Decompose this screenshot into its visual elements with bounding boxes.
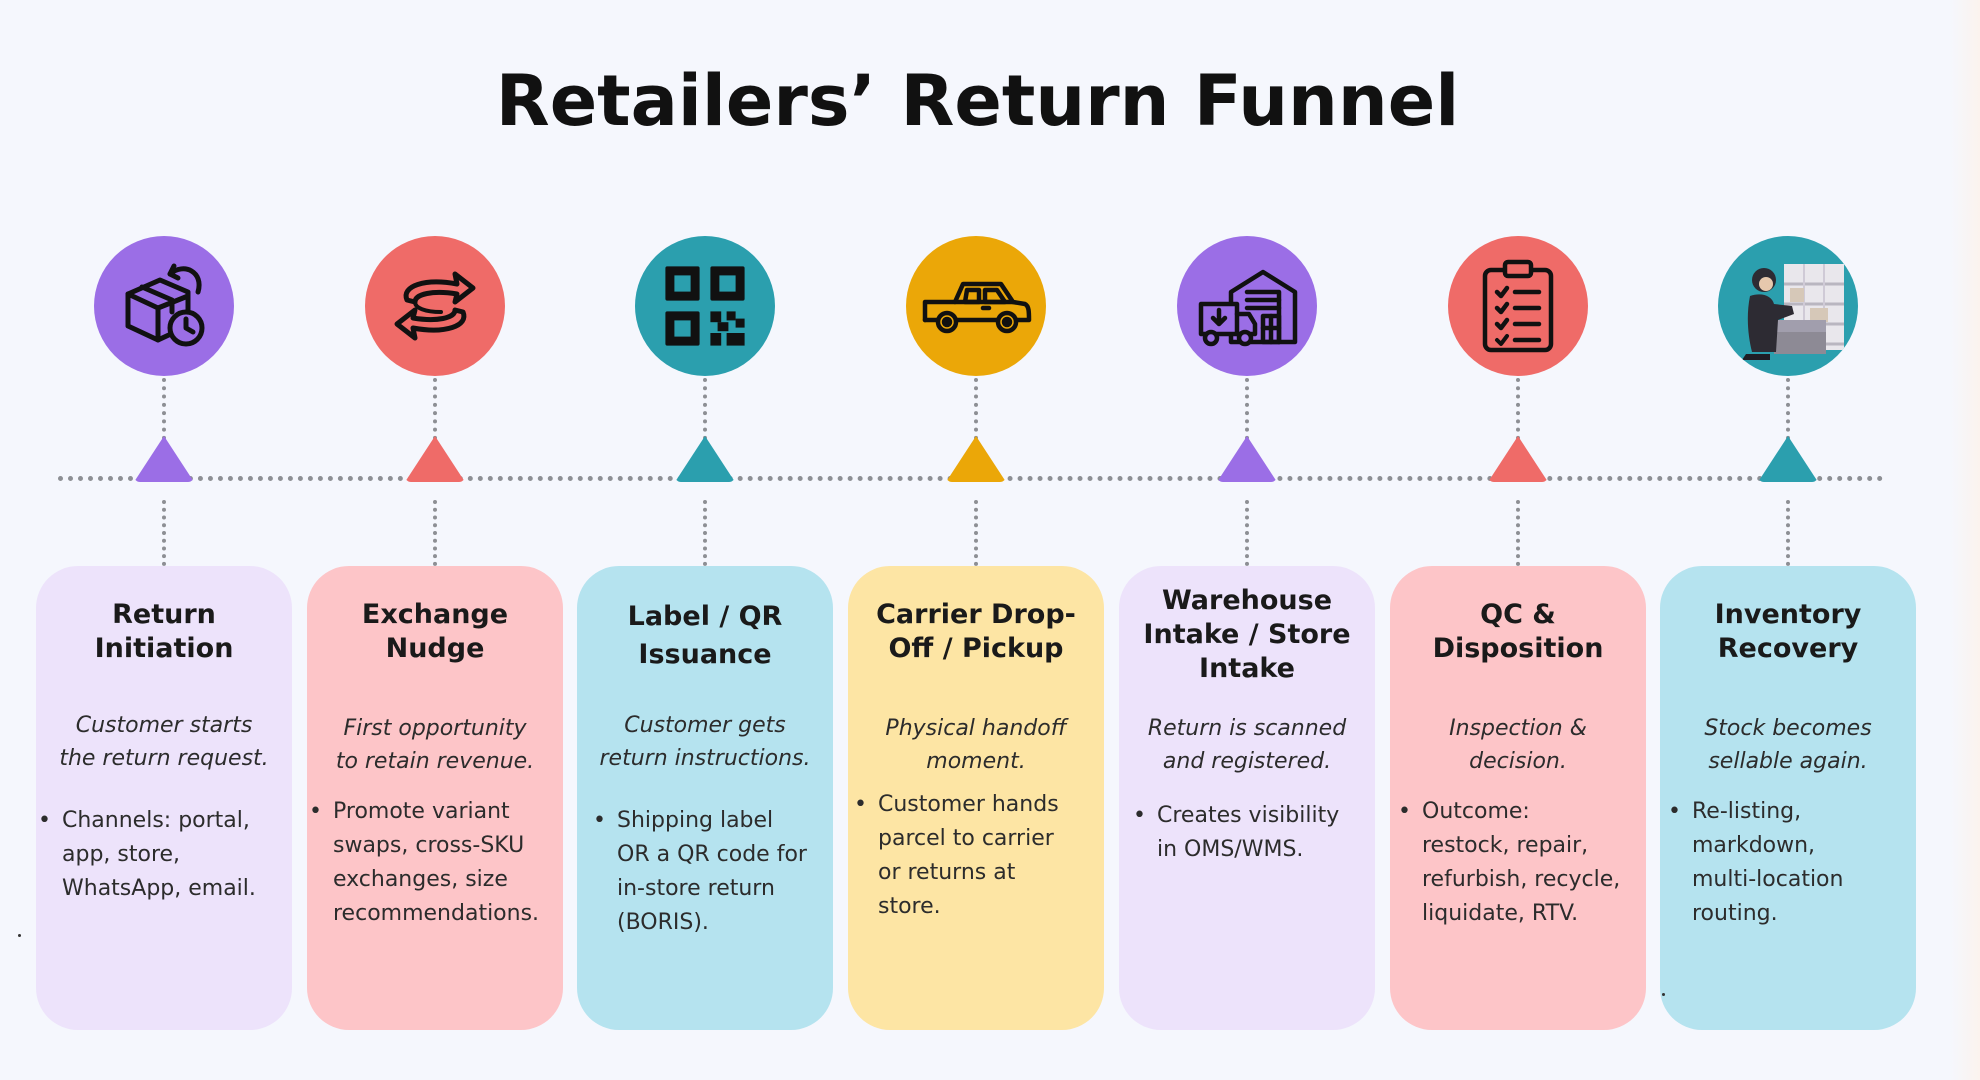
connector-bottom <box>703 500 707 566</box>
connector-bottom <box>433 500 437 566</box>
stage-carrier-drop-off: Carrier Drop- Off / Pickup Physical hand… <box>848 0 1104 1080</box>
stage-bullet: Re-listing, markdown, multi-location rou… <box>1666 795 1910 931</box>
stage-bullet: Channels: portal, app, store, WhatsApp, … <box>36 804 286 906</box>
connector-bottom <box>974 500 978 566</box>
stage-bullet: Customer hands parcel to carrier or retu… <box>852 788 1098 924</box>
stage-subtitle: Stock becomes sellable again. <box>1704 716 1872 774</box>
stage-circle <box>635 236 775 376</box>
stage-return-initiation: Return Initiation Customer starts the re… <box>36 0 292 1080</box>
stage-title: Exchange Nudge <box>361 599 509 664</box>
stage-marker <box>1217 436 1277 482</box>
stage-bullet: Outcome: restock, repair, refurbish, rec… <box>1396 795 1640 931</box>
stage-title: Carrier Drop- Off / Pickup <box>876 599 1076 664</box>
stage-title: QC & Disposition <box>1432 599 1604 664</box>
stage-card: Warehouse Intake / Store Intake Return i… <box>1119 566 1375 1030</box>
stage-marker <box>1488 436 1548 482</box>
stage-card: Inventory Recovery Stock becomes sellabl… <box>1660 566 1916 1030</box>
connector-bottom <box>162 500 166 566</box>
connector-top <box>1516 378 1520 440</box>
exchange-arrows-icon <box>394 271 476 341</box>
stage-card: Carrier Drop- Off / Pickup Physical hand… <box>848 566 1104 1030</box>
connector-top <box>162 378 166 440</box>
stage-circle <box>1448 236 1588 376</box>
stage-subtitle: Customer gets return instructions. <box>599 713 811 771</box>
connector-bottom <box>1516 500 1520 566</box>
stage-bullet: Creates visibility in OMS/WMS. <box>1131 799 1369 867</box>
stage-circle <box>906 236 1046 376</box>
stage-card: Return Initiation Customer starts the re… <box>36 566 292 1030</box>
stage-title: Warehouse Intake / Store Intake <box>1143 585 1351 684</box>
stage-subtitle: Return is scanned and registered. <box>1147 716 1347 774</box>
stray-dot <box>1662 993 1665 996</box>
stage-subtitle: Customer starts the return request. <box>59 713 269 771</box>
stage-subtitle: First opportunity to retain revenue. <box>335 716 535 774</box>
stage-marker <box>134 436 194 482</box>
stage-circle <box>94 236 234 376</box>
connector-top <box>974 378 978 440</box>
stage-marker <box>675 436 735 482</box>
connector-bottom <box>1245 500 1249 566</box>
stray-dot <box>18 934 21 937</box>
qr-code-icon <box>665 266 745 346</box>
stage-title: Inventory Recovery <box>1714 599 1862 664</box>
box-return-clock-icon <box>125 263 205 347</box>
connector-top <box>1245 378 1249 440</box>
clipboard-checklist-icon <box>1482 259 1554 353</box>
stage-label-qr-issuance: Label / QR Issuance Customer gets return… <box>577 0 833 1080</box>
stage-card: Label / QR Issuance Customer gets return… <box>577 566 833 1030</box>
stage-circle <box>365 236 505 376</box>
connector-bottom <box>1786 500 1790 566</box>
stage-qc-disposition: QC & Disposition Inspection & decision. … <box>1390 0 1646 1080</box>
stage-marker <box>946 436 1006 482</box>
stage-marker <box>405 436 465 482</box>
stage-circle <box>1718 236 1858 376</box>
connector-top <box>1786 378 1790 440</box>
stage-exchange-nudge: Exchange Nudge First opportunity to reta… <box>307 0 563 1080</box>
stage-card: Exchange Nudge First opportunity to reta… <box>307 566 563 1030</box>
page-title: Retailers’ Return Funnel <box>495 60 1460 142</box>
stage-title: Label / QR Issuance <box>627 601 783 670</box>
connector-top <box>433 378 437 440</box>
stage-inventory-recovery: Inventory Recovery Stock becomes sellabl… <box>1660 0 1916 1080</box>
stage-card: QC & Disposition Inspection & decision. … <box>1390 566 1646 1030</box>
stage-subtitle: Physical handoff moment. <box>885 716 1067 774</box>
worker-shelving-icon <box>1742 264 1844 360</box>
stage-bullet: Promote variant swaps, cross-SKU exchang… <box>307 795 557 931</box>
pickup-truck-icon <box>922 281 1032 334</box>
stage-warehouse-intake: Warehouse Intake / Store Intake Return i… <box>1119 0 1375 1080</box>
stage-title: Return Initiation <box>94 599 234 664</box>
stage-marker <box>1758 436 1818 482</box>
stage-subtitle: Inspection & decision. <box>1449 716 1587 774</box>
connector-top <box>703 378 707 440</box>
warehouse-truck-icon <box>1198 269 1298 347</box>
stage-bullet: Shipping label OR a QR code for in-store… <box>591 804 827 940</box>
right-edge-shade <box>1950 0 1980 1080</box>
stage-circle <box>1177 236 1317 376</box>
